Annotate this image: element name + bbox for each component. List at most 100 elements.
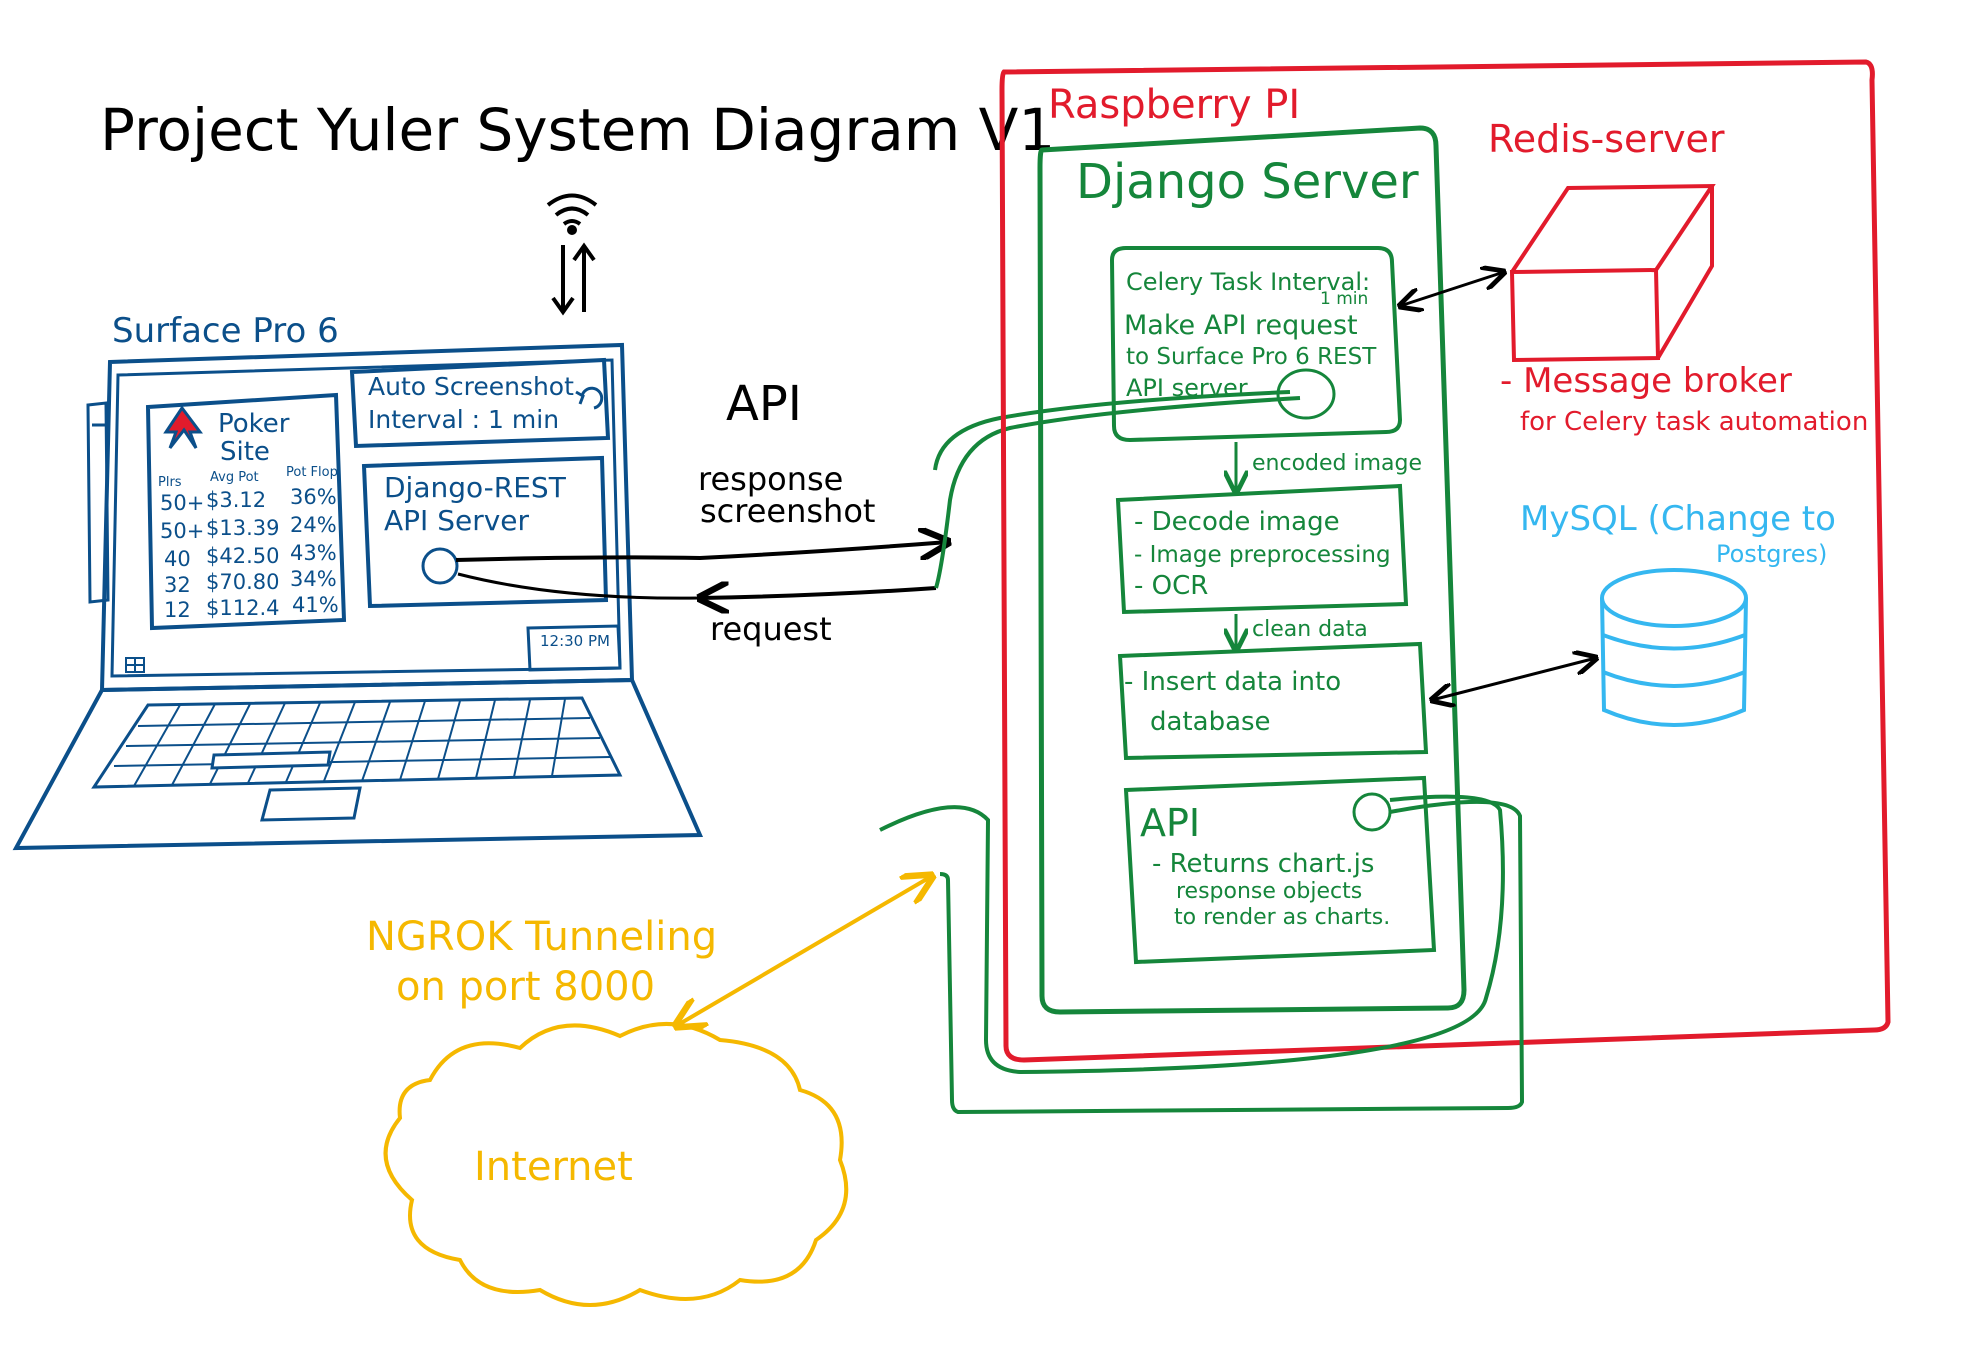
redis-label: Redis-server — [1488, 117, 1725, 161]
api-box-title: API — [1140, 801, 1200, 845]
api-endpoint-port — [1352, 792, 1392, 832]
raspberry-pi-label: Raspberry PI — [1048, 82, 1300, 128]
laptop-trackpad — [260, 786, 362, 822]
celery-request-wire — [934, 396, 1301, 589]
ngrok-label-1: NGROK Tunneling — [366, 914, 717, 960]
django-rest-panel: Django-REST API Server — [361, 455, 609, 609]
poker-row-4-plrs: 32 — [164, 573, 191, 597]
celery-line-3: Make API request — [1124, 310, 1358, 341]
insert-line-2: database — [1150, 707, 1271, 737]
celery-redis-arrow — [1400, 272, 1504, 306]
raspberry-pi-border — [999, 59, 1891, 1063]
mysql-label-2: Postgres) — [1716, 540, 1827, 568]
laptop-label: Surface Pro 6 — [112, 311, 339, 351]
auto-screenshot-line-1: Auto Screenshot — [368, 372, 574, 401]
django-rest-line-1: Django-REST — [384, 471, 567, 504]
internet-label: Internet — [474, 1144, 633, 1190]
poker-row-2-pot: $13.39 — [206, 516, 279, 540]
insert-data-box: - Insert data into database — [1117, 641, 1429, 761]
api-link: API response screenshot request — [455, 376, 1301, 648]
rest-endpoint-port — [421, 547, 459, 585]
django-server-label: Django Server — [1076, 154, 1419, 210]
request-label: request — [710, 610, 832, 648]
laptop-spacebar — [210, 750, 332, 770]
api-box-line-3: to render as charts. — [1174, 905, 1390, 930]
poker-row-1-pot: $3.12 — [206, 488, 266, 512]
poker-row-4-flop: 34% — [290, 567, 337, 591]
refresh-icon — [575, 386, 604, 410]
laptop: Surface Pro 6 Poker Site Plrs Avg Pot Po… — [12, 311, 704, 851]
database-icon — [1600, 568, 1748, 727]
poker-row-5-pot: $112.4 — [206, 596, 279, 620]
redis-note-2: for Celery task automation — [1520, 407, 1868, 437]
poker-row-5-plrs: 12 — [164, 598, 191, 622]
laptop-keyboard — [91, 696, 623, 789]
encoded-image-label: encoded image — [1252, 451, 1422, 476]
ngrok-tunnel-wire-2 — [879, 794, 1505, 1075]
raspberry-pi: Raspberry PI Django Server Celery Task I… — [879, 59, 1891, 1115]
celery-line-4: to Surface Pro 6 REST — [1126, 344, 1377, 370]
taskbar-clock: 12:30 PM — [540, 632, 610, 650]
process-line-2: - Image preprocessing — [1134, 542, 1391, 568]
poker-row-1-flop: 36% — [290, 485, 337, 509]
poker-row-3-plrs: 40 — [164, 547, 191, 571]
poker-row-4-pot: $70.80 — [206, 570, 279, 594]
api-link-label: API — [726, 376, 802, 432]
redis-server: Redis-server - Message broker for Celery… — [1488, 117, 1868, 437]
poker-row-1-plrs: 50+ — [160, 491, 204, 515]
diagram-title: Project Yuler System Diagram V1 — [100, 96, 1055, 164]
mysql-database: MySQL (Change to Postgres) — [1520, 499, 1836, 727]
process-line-1: - Decode image — [1134, 507, 1340, 537]
celery-line-1: Celery Task Interval: — [1126, 268, 1370, 296]
poker-site-panel: Poker Site Plrs Avg Pot Pot Flop 50+ $3.… — [145, 392, 347, 631]
poker-site-title-1: Poker — [218, 409, 290, 439]
api-box: API - Returns chart.js response objects … — [1123, 775, 1437, 965]
laptop-pen — [86, 401, 110, 604]
response-arrow — [455, 542, 948, 562]
celery-line-2: 1 min — [1320, 289, 1368, 309]
redis-note-1: - Message broker — [1500, 361, 1792, 401]
wifi-icon — [546, 193, 598, 316]
poker-header-plrs: Plrs — [158, 475, 182, 490]
django-server-border — [1037, 125, 1467, 1015]
insert-mysql-arrow — [1432, 658, 1596, 700]
poker-logo-icon — [163, 405, 203, 449]
ngrok-arrow — [676, 876, 932, 1026]
taskbar: 12:30 PM — [125, 624, 622, 673]
request-arrow — [700, 588, 937, 598]
process-line-3: - OCR — [1134, 571, 1208, 601]
poker-row-3-pot: $42.50 — [206, 544, 279, 568]
response-label-2: screenshot — [700, 492, 875, 530]
api-box-line-2: response objects — [1176, 879, 1362, 904]
poker-header-pot-flop: Pot Flop — [286, 465, 338, 480]
poker-row-2-plrs: 50+ — [160, 519, 204, 543]
laptop-base — [12, 677, 704, 851]
windows-logo-icon — [125, 657, 145, 673]
poker-row-3-flop: 43% — [290, 541, 337, 565]
processing-box: - Decode image - Image preprocessing - O… — [1115, 483, 1409, 615]
celery-request-wire-2 — [933, 390, 1291, 471]
api-box-line-1: - Returns chart.js — [1152, 849, 1374, 879]
celery-request-port — [1276, 368, 1336, 420]
poker-header-avg-pot: Avg Pot — [210, 470, 259, 485]
django-rest-line-2: API Server — [384, 504, 530, 537]
poker-row-5-flop: 41% — [292, 593, 339, 617]
response-label-1: response — [698, 460, 843, 498]
insert-line-1: - Insert data into — [1124, 667, 1341, 697]
poker-site-title-2: Site — [220, 437, 270, 467]
mysql-label-1: MySQL (Change to — [1520, 499, 1836, 539]
request-wire — [457, 572, 701, 600]
celery-task-box: Celery Task Interval: 1 min Make API req… — [1109, 246, 1403, 443]
django-server: Django Server Celery Task Interval: 1 mi… — [1037, 125, 1467, 1015]
auto-screenshot-panel: Auto Screenshot Interval : 1 min — [349, 357, 611, 449]
internet-cloud: Internet — [383, 1021, 849, 1307]
auto-screenshot-line-2: Interval : 1 min — [368, 405, 559, 434]
clean-data-label: clean data — [1252, 617, 1368, 642]
poker-row-2-flop: 24% — [290, 513, 337, 537]
redis-box-icon — [1509, 183, 1716, 363]
ngrok-label-2: on port 8000 — [396, 964, 655, 1010]
ngrok: NGROK Tunneling on port 8000 — [366, 876, 932, 1026]
keyboard-keys — [113, 698, 611, 787]
